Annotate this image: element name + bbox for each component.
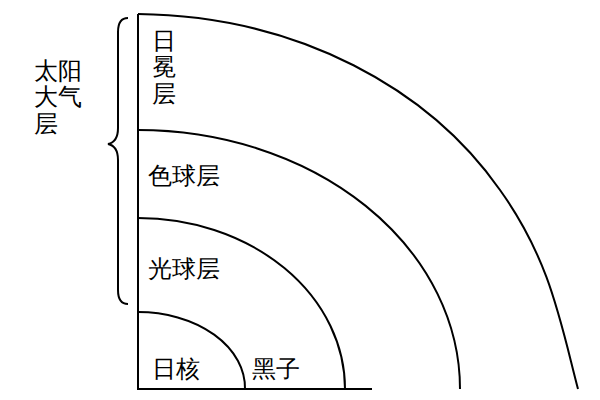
axis-lines xyxy=(138,14,372,389)
corona-band: 日冕层 xyxy=(152,28,176,107)
layer-name: 日核 xyxy=(152,356,200,382)
photosphere-arc xyxy=(138,218,345,389)
photosphere-band: 光球层 xyxy=(148,256,220,282)
chromosphere-arc xyxy=(138,130,460,389)
label-text: 黑子 xyxy=(252,356,300,382)
label-text: 太阳大气层 xyxy=(34,58,82,137)
layer-name: 日冕层 xyxy=(152,28,176,107)
atmosphere-bracket xyxy=(108,18,128,304)
layer-name: 光球层 xyxy=(148,256,220,282)
core-region: 日核 xyxy=(152,356,200,382)
corona-arc xyxy=(138,14,578,389)
layer-name: 色球层 xyxy=(148,163,220,189)
chromosphere-band: 色球层 xyxy=(148,163,220,189)
sunspot-label: 黑子 xyxy=(252,356,300,382)
core-arc xyxy=(138,312,245,389)
atmosphere-label: 太阳大气层 xyxy=(34,58,82,137)
